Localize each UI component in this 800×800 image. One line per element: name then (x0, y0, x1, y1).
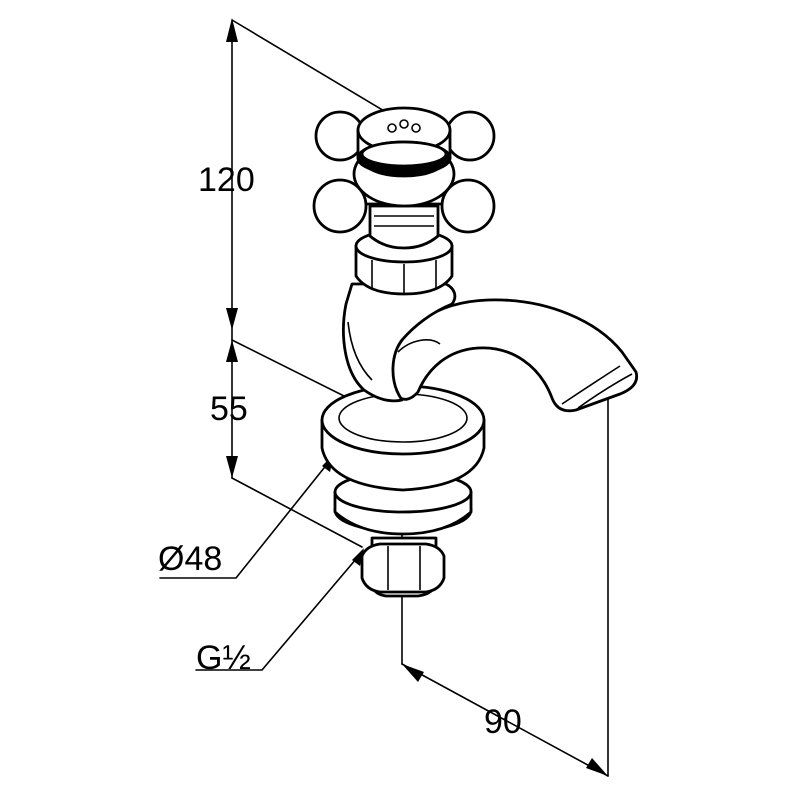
top-extension-line (231, 19, 397, 119)
threaded-connector (360, 536, 446, 598)
total-height-label: 120 (198, 161, 255, 199)
handle-knob-front-right (440, 178, 496, 234)
handle-knob-front-left (312, 178, 368, 234)
arrow-55-top (226, 340, 238, 362)
reach-dimension-line (401, 663, 609, 777)
reach-arrow-left (402, 664, 424, 682)
spout-reach-label: 90 (484, 703, 522, 741)
body-column (342, 282, 457, 403)
base-diameter-label: Ø48 (158, 540, 223, 578)
spout (389, 298, 639, 413)
bottom-extension-line (231, 477, 363, 548)
cross-handle (312, 106, 496, 234)
thread-leader (195, 551, 363, 671)
thread-size-label: G½ (196, 639, 251, 677)
middle-extension-line (231, 339, 349, 399)
reach-arrow-right (586, 758, 608, 776)
arrow-120-bottom (226, 308, 238, 330)
faucet-body (312, 106, 639, 598)
spout-height-label: 55 (210, 390, 248, 428)
arrow-55-bottom (226, 456, 238, 478)
arrow-top (226, 18, 238, 42)
bonnet (368, 204, 440, 250)
diameter-leader (159, 457, 333, 579)
handle-knob-back-right (444, 110, 496, 162)
base-flange (320, 384, 486, 492)
